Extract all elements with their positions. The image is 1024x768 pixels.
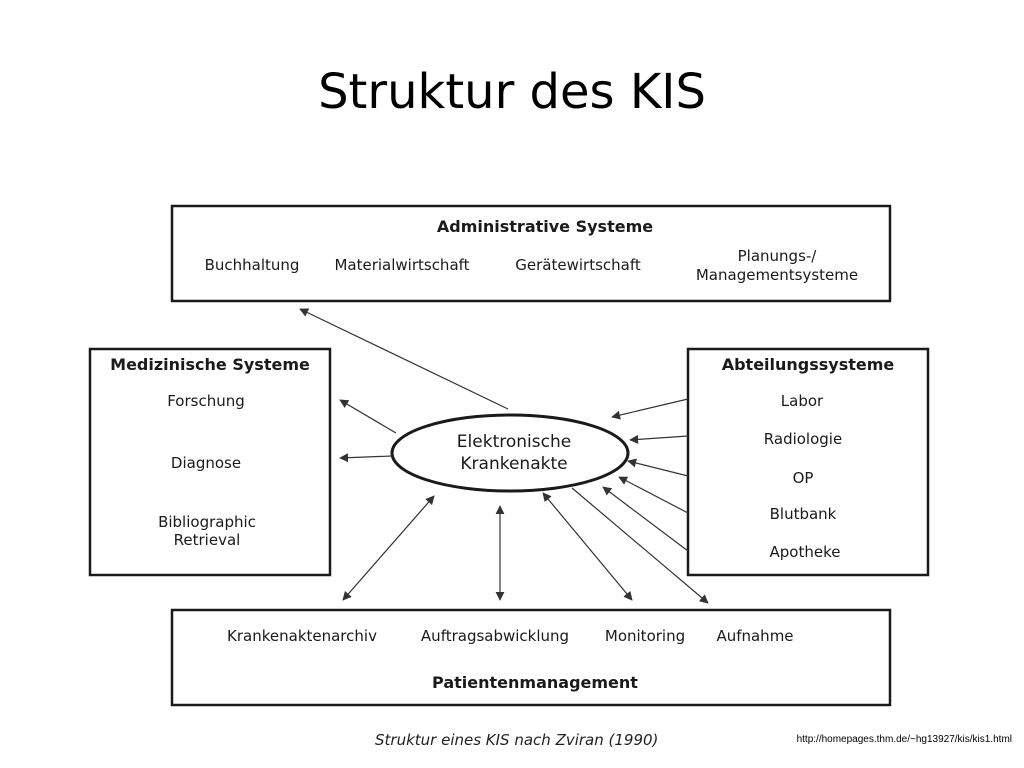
center-label-line1: Elektronische bbox=[457, 432, 571, 452]
slide-title: Struktur des KIS bbox=[318, 64, 706, 120]
arrow-from-op bbox=[627, 458, 689, 477]
arrow-monitoring bbox=[542, 492, 633, 601]
connector-arrows bbox=[299, 308, 709, 604]
admin-item-planning-line2: Managementsysteme bbox=[696, 266, 858, 284]
medical-item-forschung: Forschung bbox=[167, 392, 245, 410]
central-record-node: Elektronische Krankenakte bbox=[390, 413, 630, 493]
patient-item-krankenaktenarchiv: Krankenaktenarchiv bbox=[227, 627, 377, 645]
admin-item-buchhaltung: Buchhaltung bbox=[205, 256, 300, 274]
arrow-from-apotheke bbox=[602, 486, 689, 552]
arrow-from-blutbank bbox=[618, 476, 689, 514]
arrow-from-radiologie bbox=[629, 434, 689, 444]
admin-item-geraetewirtschaft: Gerätewirtschaft bbox=[515, 256, 641, 274]
arrow-from-labor bbox=[611, 398, 689, 420]
patient-management-box: Krankenaktenarchiv Auftragsabwicklung Mo… bbox=[170, 608, 892, 707]
patient-heading: Patientenmanagement bbox=[432, 673, 638, 692]
department-item-labor: Labor bbox=[781, 392, 824, 410]
administrative-heading: Administrative Systeme bbox=[437, 217, 653, 236]
patient-item-auftragsabwicklung: Auftragsabwicklung bbox=[421, 627, 569, 645]
arrow-krankenaktenarchiv bbox=[342, 495, 435, 601]
admin-item-materialwirtschaft: Materialwirtschaft bbox=[334, 256, 469, 274]
arrow-to-administrative bbox=[299, 308, 509, 410]
department-systems-box: Abteilungssysteme Labor Radiologie OP Bl… bbox=[686, 347, 930, 577]
patient-item-aufnahme: Aufnahme bbox=[716, 627, 793, 645]
medical-heading: Medizinische Systeme bbox=[110, 355, 310, 374]
patient-item-monitoring: Monitoring bbox=[605, 627, 685, 645]
admin-item-planning-line1: Planungs-/ bbox=[738, 247, 818, 265]
department-item-apotheke: Apotheke bbox=[770, 543, 841, 561]
medical-item-biblio-line2: Retrieval bbox=[174, 531, 241, 549]
arrow-to-diagnose bbox=[339, 453, 393, 463]
center-label-line2: Krankenakte bbox=[460, 454, 567, 474]
departments-heading: Abteilungssysteme bbox=[722, 355, 895, 374]
figure-caption: Struktur eines KIS nach Zviran (1990) bbox=[375, 731, 659, 749]
medical-item-biblio-line1: Bibliographic bbox=[158, 513, 256, 531]
arrow-to-forschung bbox=[339, 399, 397, 434]
department-item-blutbank: Blutbank bbox=[770, 505, 837, 523]
source-url: http://homepages.thm.de/~hg13927/kis/kis… bbox=[796, 734, 1012, 745]
department-item-op: OP bbox=[793, 469, 814, 487]
department-item-radiologie: Radiologie bbox=[764, 430, 842, 448]
administrative-systems-box: Administrative Systeme Buchhaltung Mater… bbox=[170, 204, 892, 303]
medical-item-diagnose: Diagnose bbox=[171, 454, 241, 472]
arrow-aufnahme bbox=[571, 487, 709, 604]
medical-systems-box: Medizinische Systeme Forschung Diagnose … bbox=[88, 347, 332, 577]
